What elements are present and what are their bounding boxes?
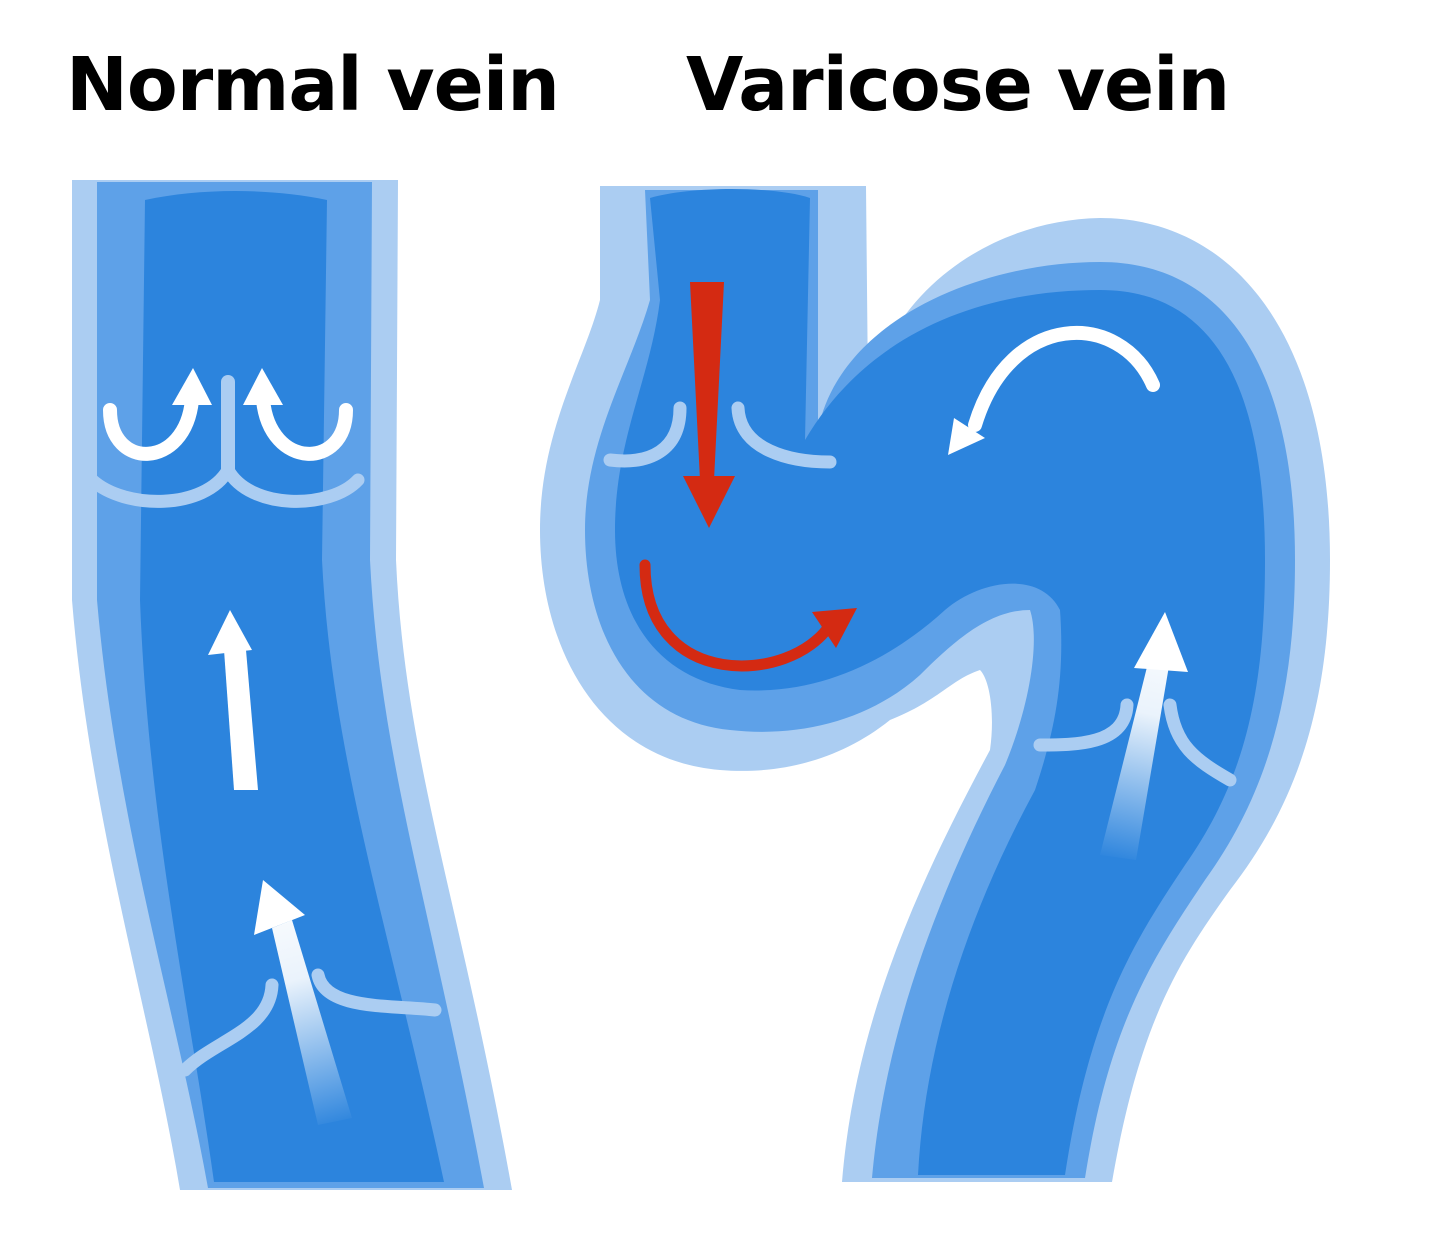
arrow-up-icon <box>208 610 258 790</box>
arrow-up-icon <box>254 880 352 1125</box>
varicose-vein-lumen <box>615 189 1265 1175</box>
varicose-vein <box>540 186 1330 1182</box>
normal-vein-valve-bottom-left <box>178 978 279 1077</box>
normal-vein-title: Normal vein <box>66 42 560 128</box>
curved-arrow-icon <box>103 368 212 461</box>
normal-vein-lumen <box>140 191 444 1182</box>
varicose-vein-valve-top-left <box>603 401 687 468</box>
curved-arrow-icon <box>243 368 353 461</box>
varicose-vein-title: Varicose vein <box>686 42 1230 128</box>
varicose-vein-valve-top-right <box>731 401 837 469</box>
varicose-vein-valve-lower-right <box>1163 698 1237 787</box>
arrow-up-icon <box>1100 612 1188 860</box>
normal-vein <box>72 180 512 1190</box>
normal-vein-valve-bottom-right <box>311 968 442 1017</box>
varicose-vein-valve-lower-left <box>1033 698 1134 752</box>
curved-arrow-icon <box>948 325 1160 455</box>
arrow-down-icon <box>683 282 735 528</box>
curved-arrow-icon <box>639 559 857 672</box>
